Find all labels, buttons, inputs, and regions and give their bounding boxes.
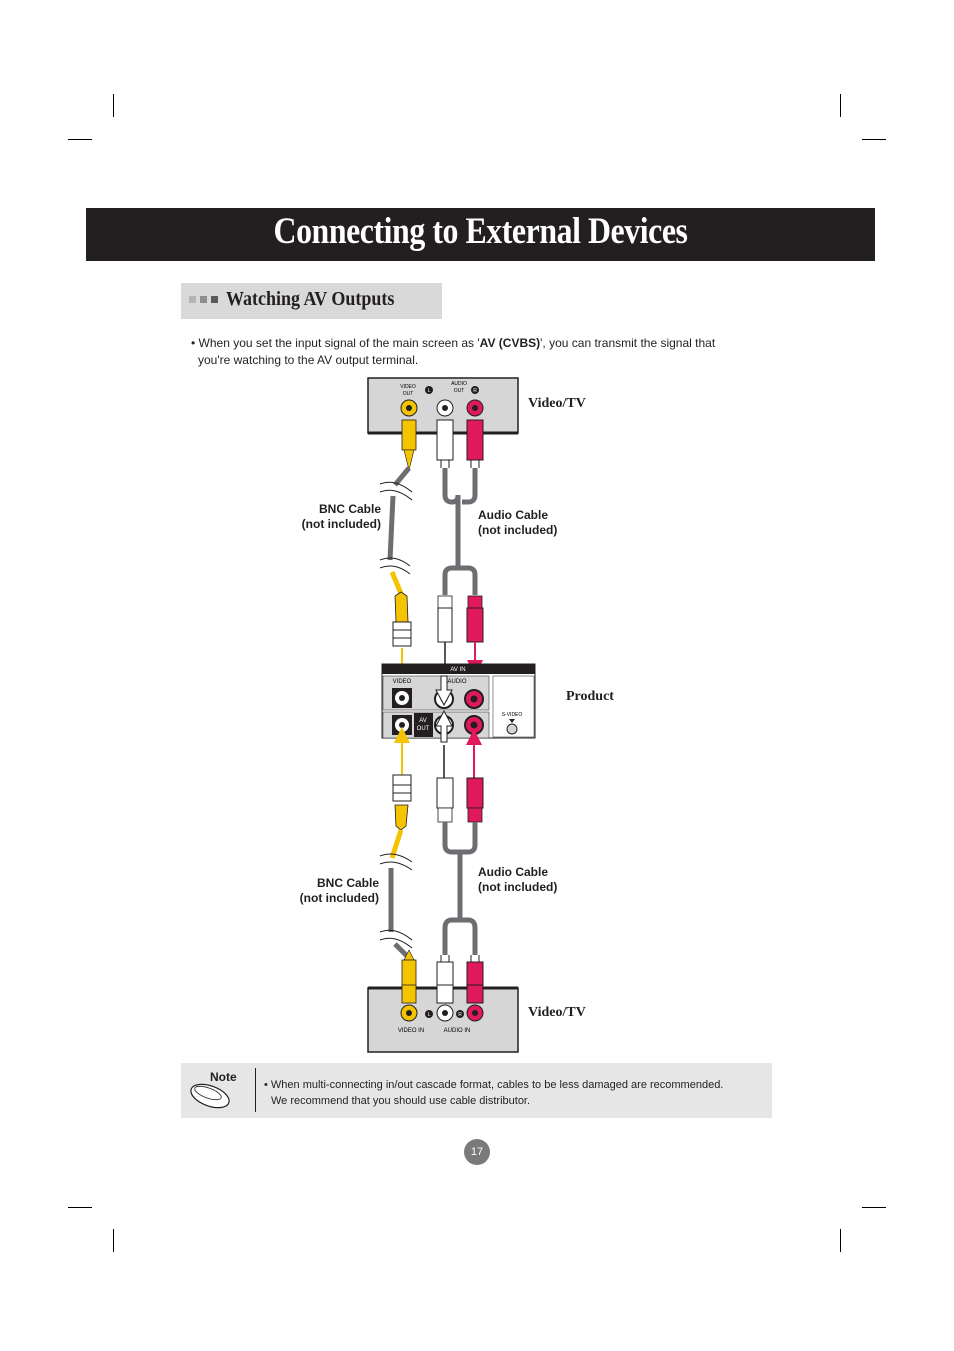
bnc-cable-bottom-label: BNC Cable (not included) xyxy=(299,876,379,905)
av-in-audio-r-jack xyxy=(464,689,484,709)
crop-mark xyxy=(840,94,841,117)
audio-label: AUDIO xyxy=(447,679,466,685)
bottom-device-label: Video/TV xyxy=(528,1005,586,1020)
audio-in-r-jack xyxy=(466,1004,484,1022)
note-divider xyxy=(255,1068,256,1112)
video-out-label: VIDEO xyxy=(400,384,416,390)
intro-line-1: • When you set the input signal of the m… xyxy=(191,336,716,350)
top-l-label: L xyxy=(428,388,431,394)
crop-mark xyxy=(113,1229,114,1252)
video-out-jack xyxy=(400,399,418,417)
r-badge xyxy=(471,386,479,394)
audio-in-arrow-icon xyxy=(435,675,453,707)
page-number: 17 xyxy=(464,1139,490,1165)
video-in-label: VIDEO IN xyxy=(398,1028,424,1034)
r-badge xyxy=(456,1010,464,1018)
section-bullet-icon xyxy=(189,296,196,303)
input-mode: AV (CVBS) xyxy=(479,336,541,350)
av-out-badge xyxy=(414,713,433,737)
crop-mark xyxy=(862,139,886,140)
av-out-video-jack xyxy=(392,715,412,735)
s-video-jack xyxy=(506,723,518,735)
note-heading: Note xyxy=(210,1070,237,1084)
note-icon xyxy=(190,1083,230,1109)
note-box xyxy=(181,1063,772,1118)
video-out-label: OUT xyxy=(403,391,414,397)
bottom-device: L R VIDEO IN AUDIO IN xyxy=(367,984,519,1053)
section-bullet-icon xyxy=(211,296,218,303)
audio-out-r-jack xyxy=(466,399,484,417)
av-in-video-jack xyxy=(392,688,412,708)
crop-mark xyxy=(68,139,92,140)
s-video-label: S-VIDEO xyxy=(502,712,523,718)
section-header: Watching AV Outputs xyxy=(181,283,442,319)
top-bnc-cable xyxy=(379,419,417,690)
av-out-audio-r-jack xyxy=(464,715,484,735)
video-in-jack xyxy=(400,1004,418,1022)
av-in-label: AV IN xyxy=(450,667,465,673)
product-panel: AV IN VIDEO AUDIO AV OUT S-VIDEO xyxy=(381,663,536,743)
page-title: Connecting to External Devices xyxy=(273,211,688,252)
top-audio-cable xyxy=(436,419,484,676)
l-badge xyxy=(425,386,433,394)
audio-in-label: AUDIO IN xyxy=(444,1028,471,1034)
audio-out-l-jack xyxy=(436,399,454,417)
bottom-bnc-cable xyxy=(379,774,417,1001)
video-label: VIDEO xyxy=(393,679,412,685)
av-out-label: AV xyxy=(419,718,427,724)
audio-out-label: AUDIO xyxy=(451,381,467,387)
crop-mark xyxy=(113,94,114,117)
top-device-label: Video/TV xyxy=(528,396,586,411)
bnc-cable-top-label: BNC Cable (not included) xyxy=(301,502,381,531)
crop-mark xyxy=(840,1229,841,1252)
crop-mark xyxy=(862,1207,886,1208)
top-r-label: R xyxy=(473,388,477,394)
crop-mark xyxy=(68,1207,92,1208)
audio-out-label: OUT xyxy=(454,388,465,394)
note-text: • When multi-connecting in/out cascade f… xyxy=(264,1079,724,1107)
product-label: Product xyxy=(566,689,614,704)
av-out-label: OUT xyxy=(417,726,430,732)
title-bar: Connecting to External Devices xyxy=(86,208,875,261)
section-bullet-icon xyxy=(200,296,207,303)
audio-cable-top-label: Audio Cable (not included) xyxy=(478,508,558,537)
audio-out-arrow-icon xyxy=(435,709,453,743)
audio-in-l-jack xyxy=(436,1004,454,1022)
bottom-audio-cable xyxy=(436,777,484,1003)
s-video-arrow-icon xyxy=(509,719,515,723)
section-title: Watching AV Outputs xyxy=(226,288,395,310)
intro-paragraph: • When you set the input signal of the m… xyxy=(191,335,715,369)
bottom-l-label: L xyxy=(428,1012,431,1018)
l-badge xyxy=(425,1010,433,1018)
intro-line-2: you're watching to the AV output termina… xyxy=(198,353,419,367)
audio-cable-bottom-label: Audio Cable (not included) xyxy=(478,865,558,894)
bottom-r-label: R xyxy=(458,1012,462,1018)
